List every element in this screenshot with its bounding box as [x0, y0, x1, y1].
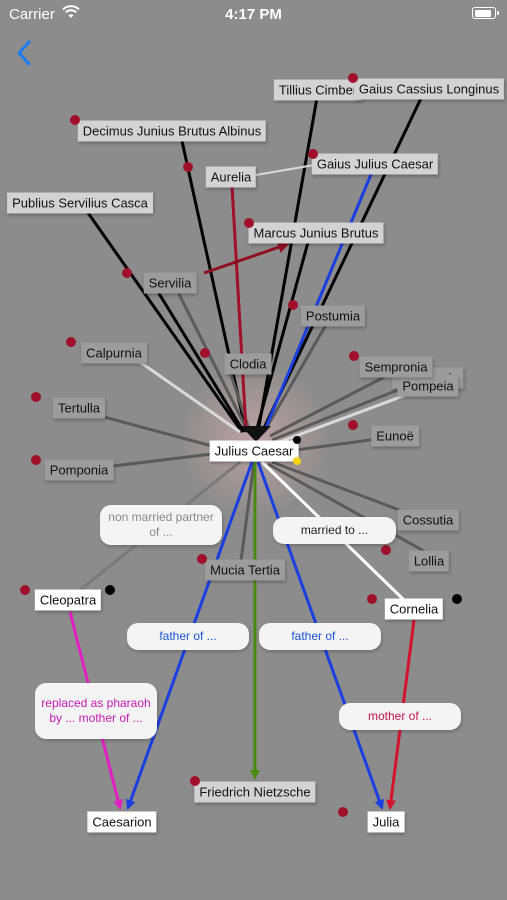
node-eunoe[interactable]: Eunoë: [371, 425, 419, 447]
person-dot: [197, 554, 207, 564]
edge-publius: [84, 209, 244, 433]
edge-label-father-caesarion[interactable]: father of ...: [127, 623, 249, 650]
edge-label-mother[interactable]: mother of ...: [339, 703, 461, 730]
node-cossutia[interactable]: Cossutia: [397, 509, 459, 531]
person-dot: [31, 455, 41, 465]
node-sempronia[interactable]: Sempronia: [359, 356, 433, 378]
node-cleopatra[interactable]: Cleopatra: [34, 589, 102, 611]
edge-label-non-married[interactable]: non married partner of ...: [100, 505, 222, 545]
edge-mucia: [238, 461, 256, 569]
edge-servilia-marcus: [203, 241, 290, 275]
person-dot: [244, 218, 254, 228]
node-aurelia[interactable]: Aurelia: [205, 166, 257, 188]
edge-label-married[interactable]: married to ...: [273, 517, 396, 544]
person-dot: [367, 594, 377, 604]
person-dot: [348, 73, 358, 83]
selection-handle[interactable]: [293, 457, 301, 465]
person-dot: [338, 807, 348, 817]
edge-servilia-black: [153, 286, 246, 433]
edge-calpurnia: [129, 353, 241, 434]
node-tillius-cimber[interactable]: Tillius Cimber: [273, 79, 363, 101]
node-mucia-tertia[interactable]: Mucia Tertia: [205, 559, 285, 581]
node-caesarion[interactable]: Caesarion: [87, 811, 157, 833]
node-friedrich-nietzsche[interactable]: Friedrich Nietzsche: [194, 781, 316, 803]
person-dot: [349, 351, 359, 361]
edge-sempronia: [269, 368, 399, 438]
person-dot: [308, 149, 318, 159]
battery-fill: [474, 9, 492, 17]
person-dot: [190, 776, 200, 786]
focus-arrowhead: [241, 426, 271, 442]
person-dot: [122, 268, 132, 278]
edge-marcus: [254, 234, 312, 433]
node-marcus-junius-brutus[interactable]: Marcus Junius Brutus: [248, 222, 384, 244]
selection-handle[interactable]: [293, 436, 301, 444]
person-dot: [288, 300, 298, 310]
node-julius-caesar[interactable]: Julius Caesar: [209, 440, 299, 462]
node-gaius-cassius-longinus[interactable]: Gaius Cassius Longinus: [353, 78, 505, 100]
person-dot: [381, 545, 391, 555]
edge-gaius-julius-father: [262, 171, 374, 433]
node-lollia[interactable]: Lollia: [408, 550, 450, 572]
node-gaius-julius-caesar[interactable]: Gaius Julius Caesar: [311, 153, 439, 175]
edge-tillius: [256, 91, 320, 433]
status-bar: Carrier 4:17 PM: [0, 0, 507, 28]
edge-aurelia-gaius: [249, 163, 321, 177]
node-cornelia[interactable]: Cornelia: [384, 598, 444, 620]
edge-servilia-grey: [176, 291, 250, 433]
edge-decimus: [178, 131, 248, 433]
battery-icon: [472, 7, 499, 19]
person-dot: [200, 348, 210, 358]
node-pomponia[interactable]: Pomponia: [44, 459, 114, 481]
node-postumia[interactable]: Postumia: [300, 305, 366, 327]
person-dot: [66, 337, 76, 347]
person-dot: [183, 162, 193, 172]
edge-postumia: [262, 317, 332, 433]
node-pompeia[interactable]: Pompeia: [397, 375, 459, 397]
chevron-left-icon: [17, 40, 31, 66]
person-dot: [31, 392, 41, 402]
edge-label-replaced-as-pharaoh[interactable]: replaced as pharaoh by ... mother of ...: [35, 683, 157, 739]
node-clodia[interactable]: Clodia: [224, 353, 272, 375]
person-dot: [348, 420, 358, 430]
edge-label-father-julia[interactable]: father of ...: [259, 623, 381, 650]
node-julia[interactable]: Julia: [367, 811, 405, 833]
selection-handle[interactable]: [105, 585, 115, 595]
node-tertulla[interactable]: Tertulla: [53, 397, 105, 419]
status-time: 4:17 PM: [225, 6, 282, 23]
node-calpurnia[interactable]: Calpurnia: [81, 342, 147, 364]
wifi-icon: [62, 5, 80, 18]
carrier-label: Carrier: [9, 6, 55, 23]
back-button[interactable]: [12, 38, 38, 68]
selection-handle[interactable]: [452, 594, 462, 604]
node-servilia[interactable]: Servilia: [143, 272, 197, 294]
node-publius-servilius-casca[interactable]: Publius Servilius Casca: [7, 192, 153, 214]
node-decimus-junius-brutus-albinus[interactable]: Decimus Junius Brutus Albinus: [77, 120, 267, 142]
edge-aurelia-mother: [230, 185, 248, 431]
person-dot: [20, 585, 30, 595]
edge-lollia: [267, 462, 441, 562]
person-dot: [70, 115, 80, 125]
